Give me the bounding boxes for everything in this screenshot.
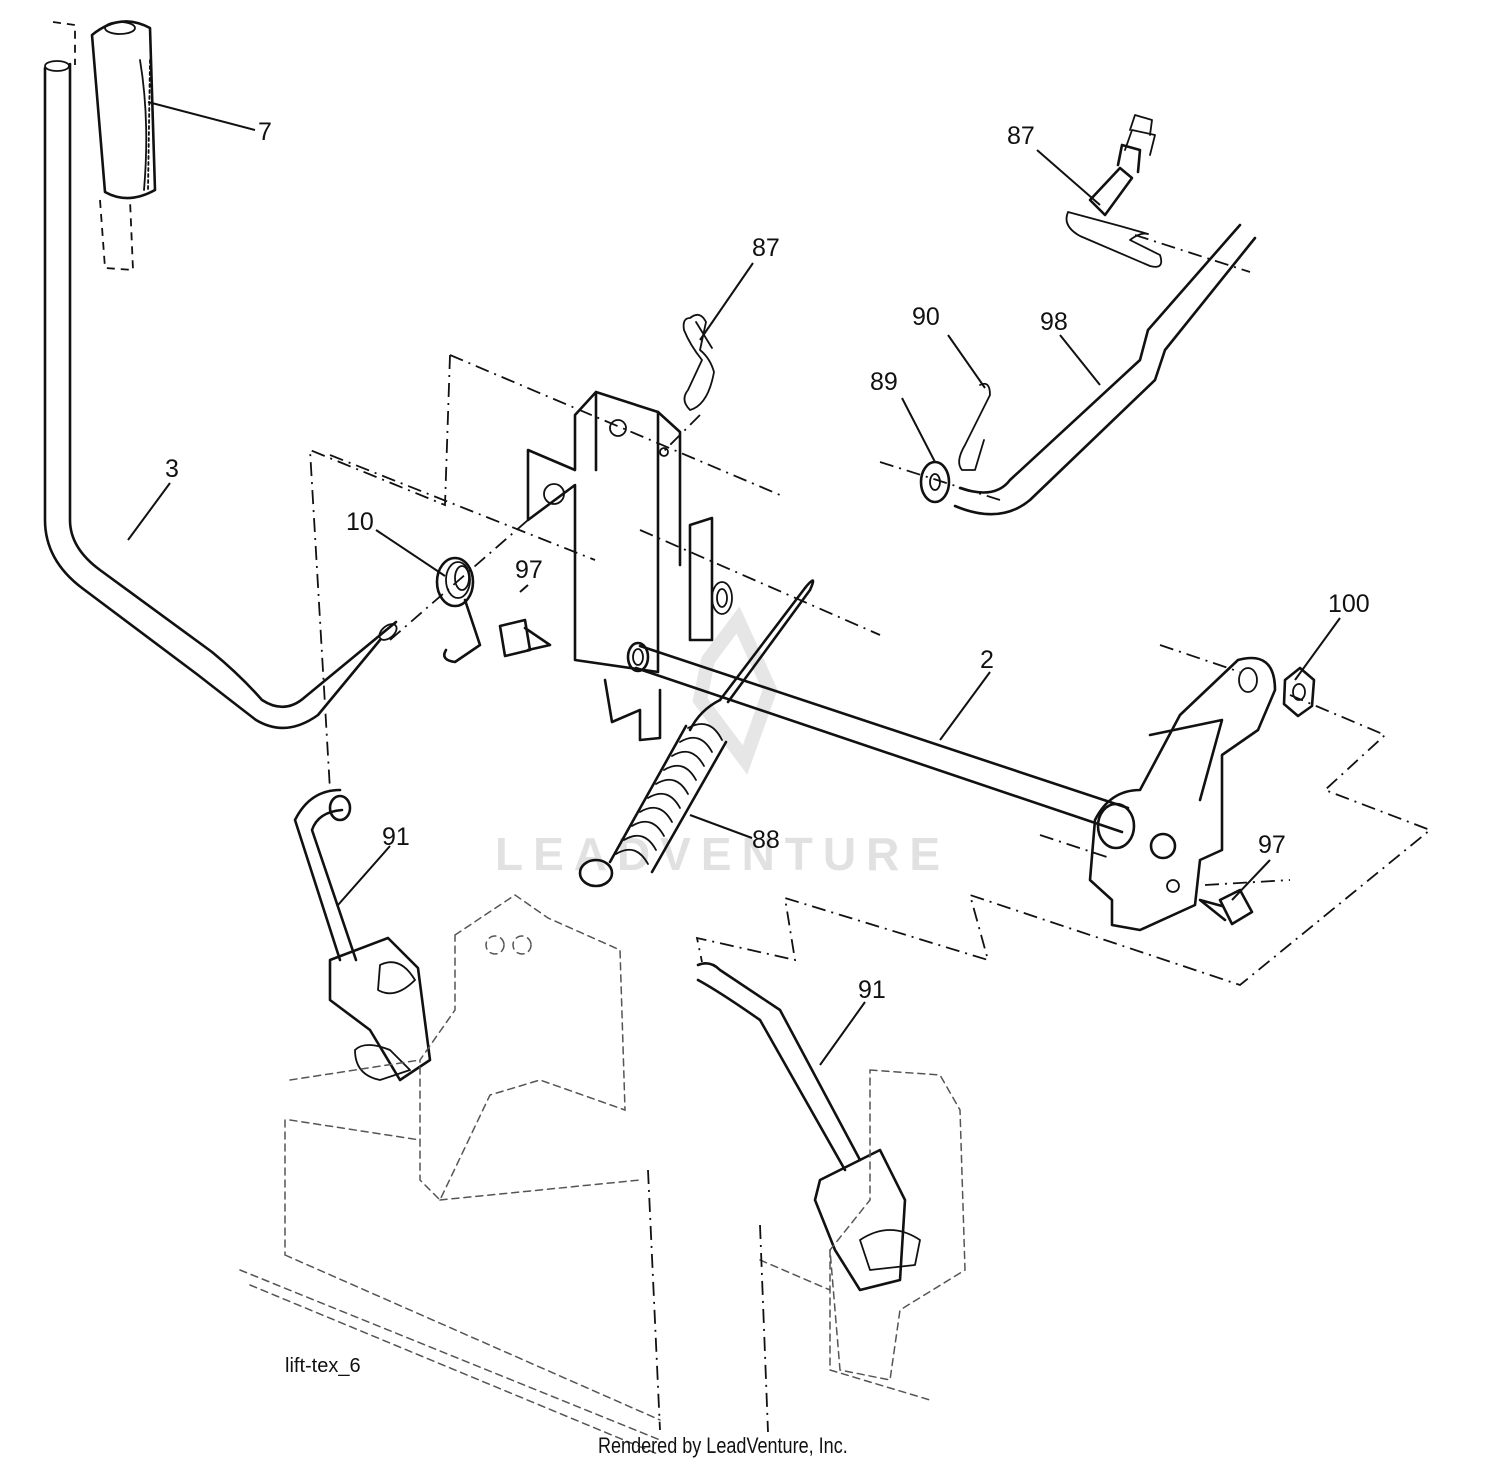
right-pivot-plate: [1088, 656, 1277, 932]
callout-97-right: 97: [1258, 831, 1286, 859]
grip-alignment-line: [52, 21, 134, 271]
callout-98: 98: [1040, 308, 1068, 336]
callout-3: 3: [165, 455, 179, 483]
watermark-text: LEADVENTURE: [495, 828, 950, 880]
render-credit: Rendered by LeadVenture, Inc.: [598, 1433, 848, 1458]
deck-link-left[interactable]: [293, 788, 432, 1082]
adjust-rod[interactable]: [953, 114, 1257, 516]
callout-87-rod: 87: [1007, 122, 1035, 150]
lift-bracket: [526, 390, 733, 742]
callout-91-right: 91: [858, 976, 886, 1004]
callout-88: 88: [752, 826, 780, 854]
callout-90: 90: [912, 303, 940, 331]
torsion-spring[interactable]: [435, 556, 482, 664]
nut[interactable]: [1282, 666, 1316, 718]
extension-spring[interactable]: [578, 579, 815, 888]
hair-pin-clip-rod[interactable]: [1065, 211, 1163, 268]
alignment-chain-lines: [309, 234, 1432, 1433]
callout-7: 7: [258, 118, 272, 146]
callout-97-left: 97: [515, 556, 543, 584]
handle-grip[interactable]: [90, 20, 157, 200]
hair-pin-clip-bracket[interactable]: [682, 313, 715, 411]
callout-2: 2: [980, 646, 994, 674]
callout-leaders: [127, 101, 1341, 1066]
watermark: LEADVENTURE: [495, 606, 950, 880]
callout-89: 89: [870, 368, 898, 396]
callout-10: 10: [346, 508, 374, 536]
bolt-right[interactable]: [1198, 888, 1254, 926]
lift-lever[interactable]: [43, 60, 400, 730]
callout-labels: 7 3 10 87 97 87 90 89 98 100 2 88 91 97 …: [165, 118, 1370, 1004]
lift-shaft[interactable]: [626, 641, 1130, 834]
deck-link-right[interactable]: [696, 962, 921, 1292]
callout-87-bracket: 87: [752, 234, 780, 262]
cotter-pin[interactable]: [958, 382, 991, 471]
bolt-left[interactable]: [498, 618, 552, 658]
callout-100: 100: [1328, 590, 1370, 618]
figure-id-label: lift-tex_6: [285, 1355, 361, 1377]
callout-91-left: 91: [382, 823, 410, 851]
ghost-deck-right: [759, 1069, 966, 1401]
ghost-deck-left: [239, 894, 661, 1456]
